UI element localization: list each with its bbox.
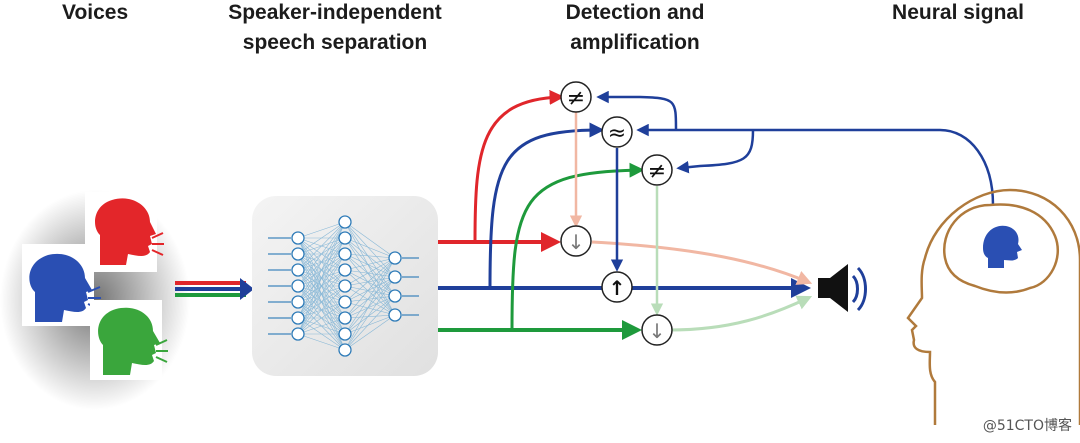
network-connection <box>297 237 346 335</box>
network-node <box>388 270 402 284</box>
network-connection <box>297 221 346 335</box>
network-node <box>338 311 352 325</box>
network-connection <box>344 257 396 287</box>
network-connection <box>344 276 396 351</box>
network-connection <box>297 285 346 335</box>
network-connection <box>344 257 396 351</box>
comparator-not-equal-green: ≠ <box>641 154 673 186</box>
attenuator-red: ↓ <box>560 225 592 257</box>
watermark: @51CTO博客 <box>982 418 1072 434</box>
network-node <box>338 343 352 357</box>
red-speaker-icon <box>85 192 164 272</box>
attenuated-red-stream <box>591 240 813 285</box>
neural-network-box <box>252 196 438 376</box>
network-node <box>291 247 305 261</box>
comparator-approx: ≈ <box>601 116 633 148</box>
network-connection <box>344 285 396 316</box>
network-node <box>291 279 305 293</box>
network-connection <box>344 314 396 319</box>
network-connection <box>344 314 396 335</box>
not-equal-symbol-2: ≠ <box>648 159 666 184</box>
network-node <box>291 311 305 325</box>
network-connection <box>297 333 346 351</box>
network-connection <box>297 221 346 271</box>
network-connection <box>344 295 396 319</box>
network-connection <box>344 269 396 316</box>
heading-speech-separation-line1: Speaker-independent <box>228 1 442 24</box>
network-node <box>338 263 352 277</box>
network-connection <box>297 269 346 335</box>
network-node <box>291 327 305 341</box>
network-node <box>338 327 352 341</box>
network-connection <box>344 276 396 287</box>
network-connection <box>344 257 396 271</box>
mixed-input-arrow <box>175 278 254 300</box>
network-connection <box>297 301 346 335</box>
network-connection <box>344 295 396 351</box>
comparator-not-equal-top: ≠ <box>560 81 592 113</box>
network-connection <box>344 314 396 351</box>
blue-speaker-icon <box>22 244 101 326</box>
approx-symbol: ≈ <box>608 121 626 146</box>
network-node <box>338 295 352 309</box>
network-connection <box>344 295 396 303</box>
network-connection <box>297 221 346 287</box>
network-node <box>388 308 402 322</box>
heading-detection-amplification: Detection and amplification <box>530 0 740 58</box>
network-connection <box>297 221 346 239</box>
network-connection <box>297 317 346 335</box>
down-arrow-icon: ↓ <box>568 230 585 254</box>
attenuator-green: ↓ <box>641 314 673 346</box>
heading-detection-line2: amplification <box>570 31 700 54</box>
listener-head-icon <box>906 188 1080 425</box>
green-stream <box>438 162 645 340</box>
down-arrow-icon-2: ↓ <box>649 319 666 343</box>
network-connection <box>344 301 396 316</box>
network-connection <box>297 221 346 319</box>
heading-speech-separation: Speaker-independent speech separation <box>200 0 470 58</box>
network-node <box>291 295 305 309</box>
voices-group <box>0 190 190 410</box>
network-node <box>338 247 352 261</box>
network-node <box>388 251 402 265</box>
network-connection <box>344 295 396 335</box>
loudspeaker-icon <box>818 264 867 312</box>
attenuated-green-stream <box>669 295 813 332</box>
network-connection <box>344 276 396 335</box>
network-connection <box>344 253 396 259</box>
not-equal-symbol: ≠ <box>567 86 585 111</box>
network-connection <box>344 276 396 303</box>
network-connection <box>344 237 396 259</box>
network-connection <box>344 257 396 303</box>
heading-speech-separation-line2: speech separation <box>242 31 428 54</box>
green-speaker-icon <box>90 300 168 380</box>
network-connection <box>297 221 346 255</box>
heading-voices: Voices <box>62 1 129 24</box>
network-connection <box>344 221 396 259</box>
heading-detection-line1: Detection and <box>565 1 705 24</box>
network-connection <box>344 269 396 297</box>
network-node <box>291 231 305 245</box>
network-connection <box>344 257 396 319</box>
network-node <box>338 215 352 229</box>
network-node <box>388 289 402 303</box>
brain-outline <box>942 203 1060 294</box>
network-node <box>338 231 352 245</box>
network-connection <box>344 269 396 278</box>
network-node <box>338 279 352 293</box>
red-stream <box>438 89 565 252</box>
network-connection <box>344 257 396 335</box>
amplifier-blue: ↑ <box>601 271 633 303</box>
network-connection <box>297 221 346 303</box>
network-connection <box>344 276 396 319</box>
network-node <box>291 263 305 277</box>
network-connection <box>297 253 346 335</box>
heading-neural-signal: Neural signal <box>892 1 1024 24</box>
network-connection <box>344 285 396 297</box>
imagined-speaker-icon <box>983 225 1022 268</box>
neural-feedback-lines <box>596 90 995 206</box>
up-arrow-icon: ↑ <box>609 276 626 300</box>
